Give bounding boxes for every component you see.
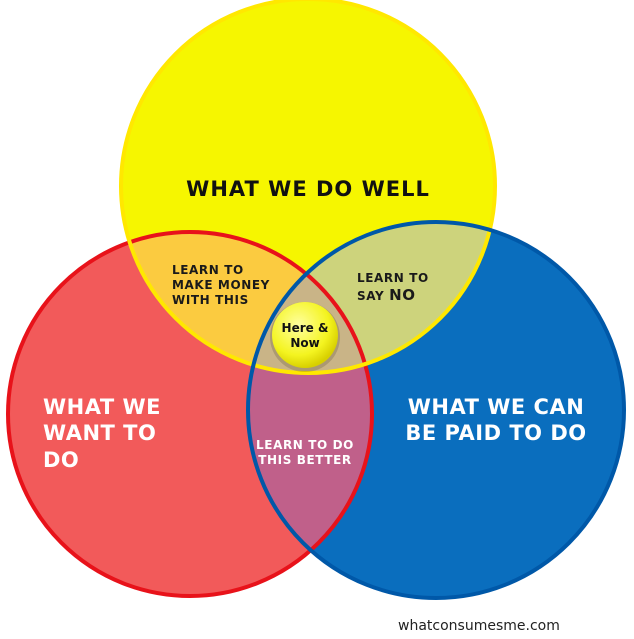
say-no-prefix: LEARN TO SAY [357,271,429,303]
say-no-emphasis: NO [389,286,416,304]
label-here-now: Here & Now [281,321,329,350]
here-now-badge [272,302,338,368]
label-make-money: LEARN TO MAKE MONEY WITH THIS [172,263,270,307]
label-say-no: LEARN TO SAY NO [357,271,429,305]
label-paid-to-do: WHAT WE CAN BE PAID TO DO [405,395,587,446]
label-do-better: LEARN TO DO THIS BETTER [256,438,354,467]
circle-paid-border [246,220,626,600]
circle-do-well-border [119,0,497,375]
label-do-well: WHAT WE DO WELL [186,177,430,201]
label-want-to-do: WHAT WE WANT TO DO [43,395,162,472]
circle-want-border [6,230,374,598]
footer-credit: whatconsumesme.com [398,618,560,634]
